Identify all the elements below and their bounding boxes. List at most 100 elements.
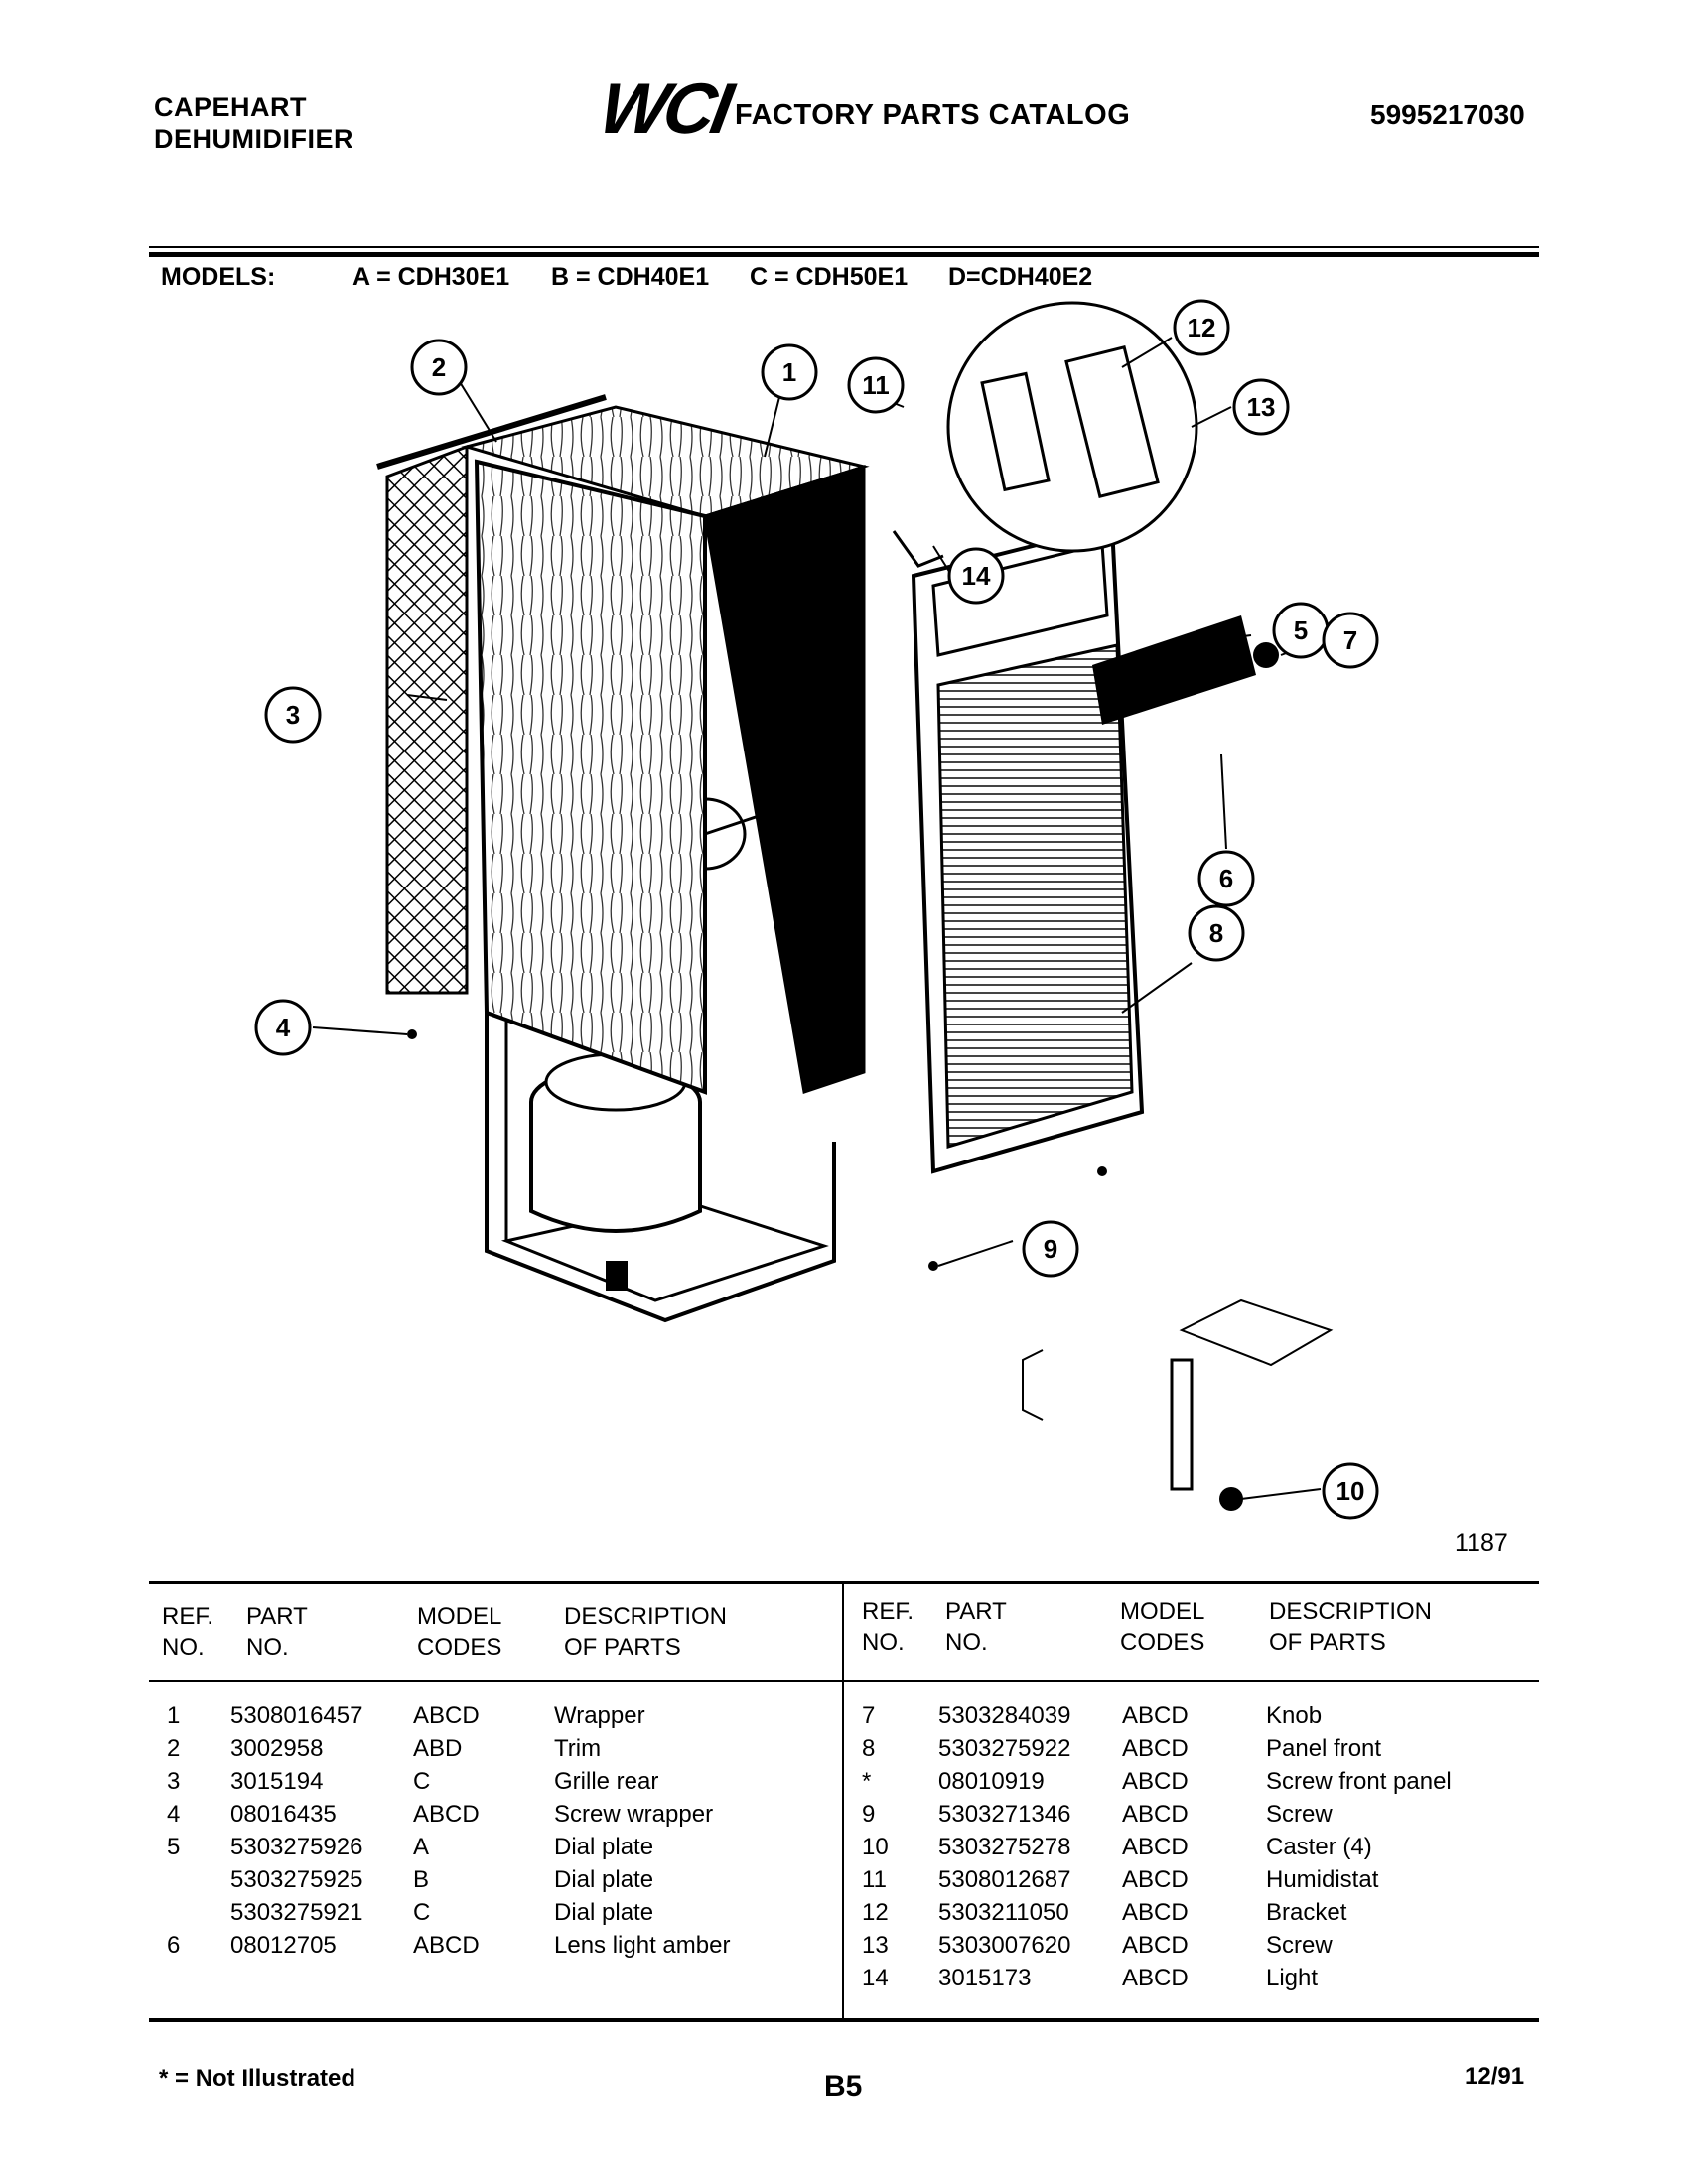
callout-1: 1 [761, 343, 818, 401]
front-panel [911, 523, 1145, 1174]
right-row-desc: Screw [1266, 1932, 1333, 1959]
light [892, 530, 944, 568]
right-row-part: 08010919 [938, 1768, 1045, 1795]
callout-label: 6 [1219, 864, 1233, 893]
left-row-desc: Dial plate [554, 1834, 654, 1860]
revision-date: 12/91 [1465, 2063, 1525, 2090]
left-row-codes: ABCD [413, 1801, 480, 1828]
brand-block: CAPEHART DEHUMIDIFIER [154, 91, 353, 155]
left-row-desc: Screw wrapper [554, 1801, 714, 1828]
right-row-ref: 9 [862, 1801, 876, 1828]
callout-13: 13 [1232, 378, 1290, 436]
right-row-desc: Humidistat [1266, 1866, 1379, 1893]
right-row-codes: ABCD [1122, 1801, 1189, 1828]
callout-label: 9 [1044, 1234, 1057, 1264]
left-row-part: 5303275925 [230, 1866, 363, 1893]
left-row-codes: A [413, 1834, 430, 1860]
right-row-codes: ABCD [1122, 1735, 1189, 1762]
left-row-codes: ABD [413, 1735, 463, 1762]
left-row-codes: C [413, 1768, 431, 1795]
left-row-desc: Wrapper [554, 1703, 645, 1729]
left-row-codes: ABCD [413, 1932, 480, 1959]
header-ref-no-left: REF.NO. [162, 1603, 214, 1661]
callout-7: 7 [1322, 612, 1379, 669]
right-row-part: 5303211050 [938, 1899, 1069, 1926]
left-row-part: 08016435 [230, 1801, 337, 1828]
callout-10: 10 [1322, 1462, 1379, 1520]
table-rule-header [149, 1680, 1539, 1682]
callout-14: 14 [947, 547, 1005, 605]
compressor [529, 1052, 702, 1291]
callout-5: 5 [1272, 602, 1330, 659]
table-column-divider [842, 1584, 844, 2021]
right-row-part: 5308012687 [938, 1866, 1071, 1893]
left-row-desc: Lens light amber [554, 1932, 731, 1959]
screw-front [928, 1261, 938, 1271]
right-row-ref: * [862, 1768, 872, 1795]
model-b: B = CDH40E1 [551, 263, 710, 291]
left-row-codes: ABCD [413, 1703, 480, 1729]
left-row-part: 5308016457 [230, 1703, 363, 1729]
model-d: D=CDH40E2 [948, 263, 1093, 291]
callout-label: 8 [1209, 918, 1223, 948]
right-row-codes: ABCD [1122, 1834, 1189, 1860]
left-row-ref: 4 [167, 1801, 181, 1828]
left-row-ref: 3 [167, 1768, 181, 1795]
right-row-part: 3015173 [938, 1965, 1032, 1991]
catalog-number: 5995217030 [1370, 99, 1525, 130]
right-row-codes: ABCD [1122, 1768, 1189, 1795]
brand-line-1: CAPEHART [154, 92, 308, 122]
right-row-codes: ABCD [1122, 1899, 1189, 1926]
callout-6: 6 [1197, 850, 1255, 907]
knob [1253, 642, 1279, 668]
right-row-codes: ABCD [1122, 1932, 1189, 1959]
caster-detail [1022, 1298, 1334, 1511]
callout-label: 3 [286, 700, 300, 730]
callout-label: 12 [1188, 313, 1216, 342]
dial-plate [1092, 615, 1256, 725]
callout-label: 14 [962, 561, 991, 591]
right-row-desc: Screw front panel [1266, 1768, 1452, 1795]
right-row-ref: 8 [862, 1735, 876, 1762]
left-row-part: 5303275921 [230, 1899, 363, 1926]
left-row-ref: 2 [167, 1735, 181, 1762]
model-a: A = CDH30E1 [352, 263, 510, 291]
table-rule-top [149, 1581, 1539, 1584]
left-row-ref: 1 [167, 1703, 181, 1729]
wrapper-cabinet [461, 405, 870, 1095]
callout-label: 13 [1247, 392, 1276, 422]
right-row-codes: ABCD [1122, 1703, 1189, 1729]
callout-label: 4 [276, 1013, 291, 1042]
brand-line-2: DEHUMIDIFIER [154, 124, 353, 154]
left-row-desc: Grille rear [554, 1768, 659, 1795]
right-row-ref: 11 [862, 1866, 887, 1893]
left-row-codes: B [413, 1866, 430, 1893]
left-row-part: 3015194 [230, 1768, 324, 1795]
callout-label: 11 [862, 370, 890, 400]
callout-label: 10 [1336, 1476, 1365, 1506]
right-row-desc: Bracket [1266, 1899, 1347, 1926]
left-row-part: 5303275926 [230, 1834, 363, 1860]
right-row-codes: ABCD [1122, 1965, 1189, 1991]
humidistat-detail [946, 301, 1198, 553]
right-row-part: 5303007620 [938, 1932, 1071, 1959]
wci-logo: WCI [593, 69, 736, 149]
callout-label: 5 [1294, 615, 1308, 645]
callout-label: 1 [782, 357, 796, 387]
header-rule-thin [149, 246, 1539, 248]
right-row-part: 5303275922 [938, 1735, 1071, 1762]
page-number: B5 [824, 2070, 863, 2103]
right-row-desc: Caster (4) [1266, 1834, 1372, 1860]
left-row-codes: C [413, 1899, 431, 1926]
left-row-part: 3002958 [230, 1735, 324, 1762]
right-row-desc: Light [1266, 1965, 1319, 1991]
right-row-ref: 13 [862, 1932, 889, 1959]
not-illustrated-note: * = Not Illustrated [159, 2065, 356, 2092]
header-ref-no-right: REF.NO. [862, 1598, 914, 1656]
right-row-ref: 14 [862, 1965, 889, 1991]
